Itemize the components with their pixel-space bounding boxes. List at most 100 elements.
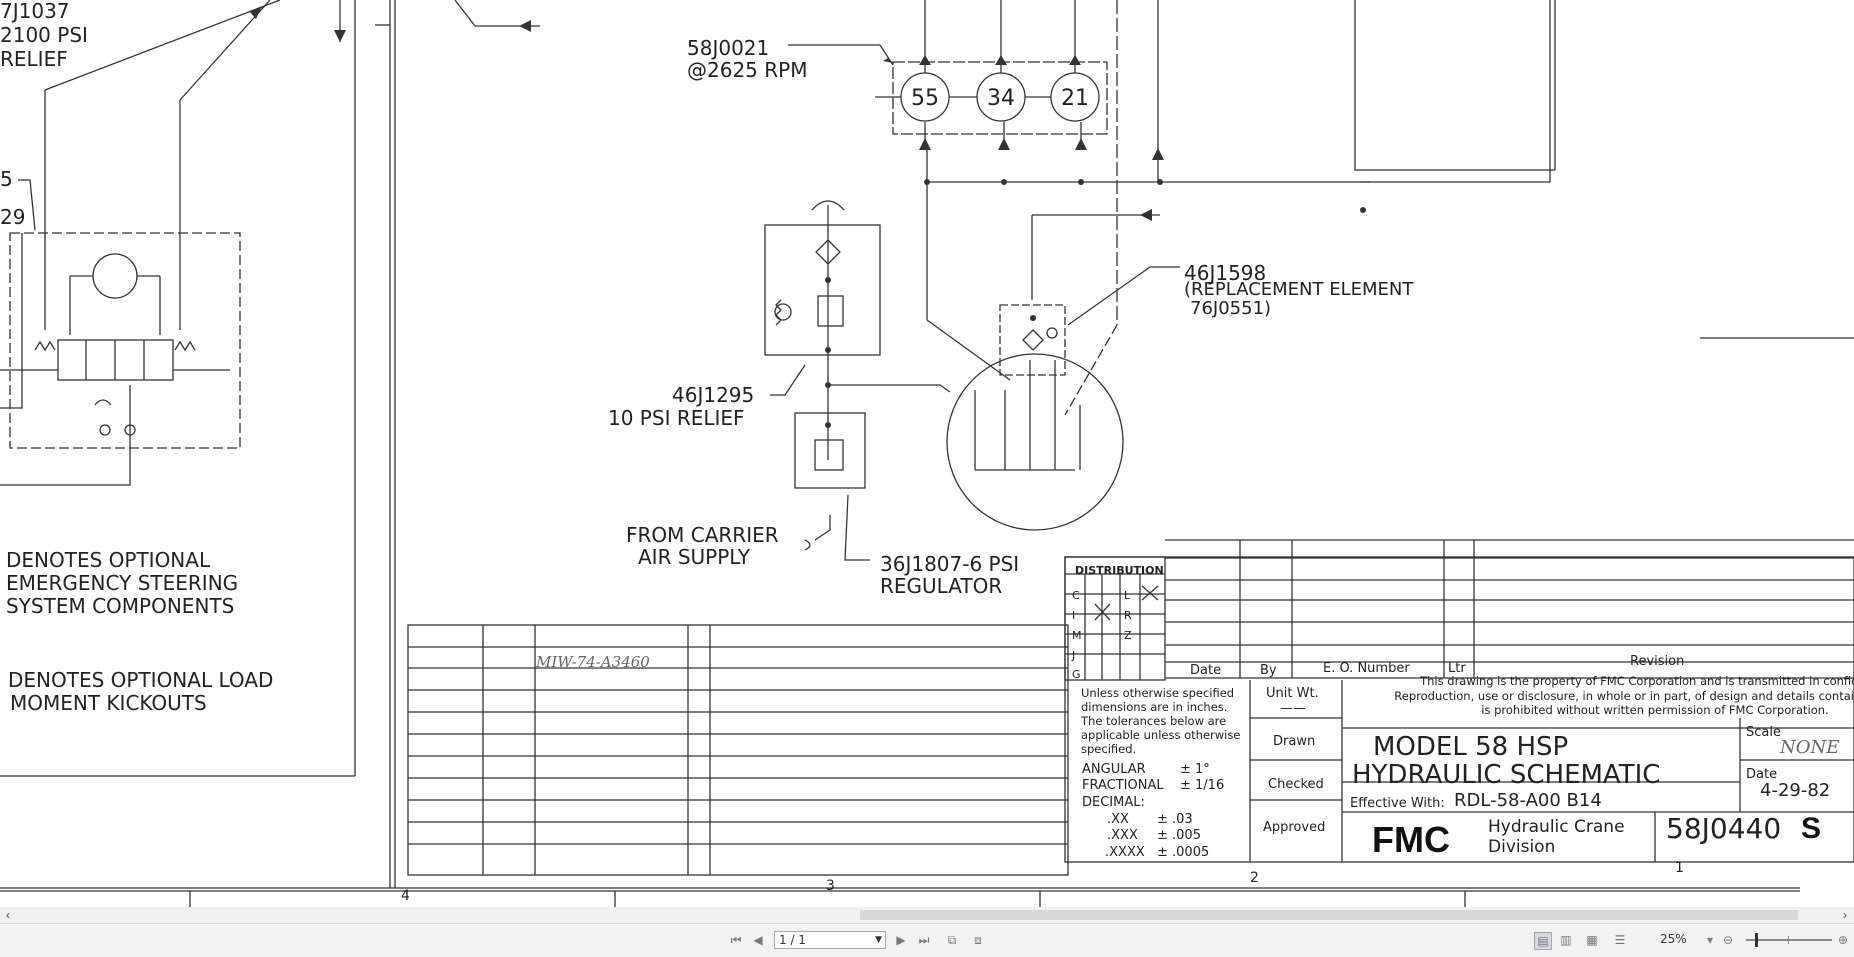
dist-left-3: J: [1071, 649, 1075, 662]
filter-part-label: 46J1598: [1184, 261, 1266, 285]
relief-valve-part-label: 7J1037: [0, 0, 70, 23]
date-label: Date: [1746, 767, 1777, 782]
zoom-out-icon[interactable]: ⊖: [1722, 933, 1734, 947]
dec-xxx-value: ± .005: [1157, 828, 1201, 843]
handwritten-ref: MIW-74-A3460: [535, 653, 650, 671]
single-page-view-icon[interactable]: ▤: [1534, 932, 1552, 950]
prev-page-icon[interactable]: ◀: [753, 933, 763, 947]
rev-date-header: Date: [1190, 663, 1221, 678]
regulator-desc-label: REGULATOR: [880, 574, 1002, 598]
angular-value: ± 1°: [1180, 762, 1210, 777]
dist-left-0: C: [1072, 589, 1080, 602]
pump-section-1: 55: [911, 86, 939, 111]
scrollbar-thumb[interactable]: [860, 910, 1798, 920]
zoom-menu-icon[interactable]: ▾: [1706, 933, 1714, 947]
delete-page-icon[interactable]: ⧈: [974, 932, 982, 947]
zone-3-label: 3: [826, 878, 835, 894]
first-page-icon[interactable]: ⏮: [730, 932, 742, 947]
zone-2-label: 2: [1250, 870, 1259, 886]
fractional-label: FRACTIONAL: [1082, 778, 1164, 793]
scale-value: NONE: [1779, 737, 1839, 758]
dec-xx-value: ± .03: [1157, 812, 1193, 827]
unit-wt-label: Unit Wt.: [1266, 686, 1319, 701]
document-canvas[interactable]: 7J1037 2100 PSI RELIEF 5 29 58J0021 @262…: [0, 0, 1854, 907]
rev-eo-header: E. O. Number: [1323, 661, 1410, 676]
dec-xxxx-value: ± .0005: [1157, 845, 1209, 860]
pump-part-label: 58J0021: [687, 36, 769, 60]
note1-line3: SYSTEM COMPONENTS: [6, 594, 234, 618]
angular-label: ANGULAR: [1082, 762, 1146, 777]
property-notice-line3: is prohibited without written permission…: [1481, 703, 1828, 717]
scroll-left-icon[interactable]: ‹: [6, 908, 10, 922]
schematic-drawing: 7J1037 2100 PSI RELIEF 5 29 58J0021 @262…: [0, 0, 1854, 907]
division-line2: Division: [1488, 837, 1555, 857]
dist-right-2: Z: [1124, 629, 1132, 642]
note1-line1: DENOTES OPTIONAL: [6, 548, 211, 572]
zoom-in-icon[interactable]: ⊕: [1837, 933, 1849, 947]
page-number-field[interactable]: 1 / 1 ▼: [774, 931, 886, 949]
zone-4-label: 4: [401, 888, 410, 904]
division-line1: Hydraulic Crane: [1488, 817, 1625, 837]
scale-label: Scale: [1746, 725, 1781, 740]
left-callout-b: 29: [0, 205, 25, 229]
page-indicator: 1 / 1: [779, 933, 806, 947]
property-notice-line2: Reproduction, use or disclosure, in whol…: [1394, 689, 1854, 703]
drawing-title-line1: MODEL 58 HSP: [1373, 732, 1568, 762]
rev-ltr-header: Ltr: [1448, 661, 1466, 676]
scroll-right-icon[interactable]: ›: [1843, 908, 1847, 922]
note2-line2: MOMENT KICKOUTS: [10, 691, 207, 715]
drawn-label: Drawn: [1273, 734, 1315, 749]
dec-xxxx-label: .XXXX: [1105, 845, 1145, 860]
fmc-logo: FMC: [1372, 819, 1450, 860]
note2-line1: DENOTES OPTIONAL LOAD: [8, 668, 273, 692]
relief-valve-type-label: RELIEF: [0, 47, 68, 71]
dec-xxx-label: .XXX: [1107, 828, 1138, 843]
distribution-header: DISTRIBUTION: [1075, 564, 1164, 577]
viewer-status-bar: ⏮ ◀ 1 / 1 ▼ ▶ ⏭ ⧉ ⧈ ▤ ▥ ▦ ☰ 25% ▾ ⊖ ⊕: [0, 923, 1854, 957]
filter-element-label: 76J0551): [1190, 298, 1271, 319]
drawing-number-suffix: S: [1801, 812, 1821, 845]
property-notice-line1: This drawing is the property of FMC Corp…: [1419, 674, 1854, 688]
relief-valve-pressure-label: 2100 PSI: [0, 23, 88, 47]
next-page-icon[interactable]: ▶: [896, 933, 906, 947]
pump-section-2: 34: [987, 86, 1015, 111]
carrier-label-line1: FROM CARRIER: [626, 523, 779, 547]
chevron-down-icon[interactable]: ▼: [875, 935, 882, 945]
filter-replacement-label: (REPLACEMENT ELEMENT: [1184, 279, 1414, 300]
tolerance-line3: The tolerances below are: [1080, 714, 1226, 728]
tolerance-line5: specified.: [1081, 742, 1136, 756]
last-page-icon[interactable]: ⏭: [918, 932, 930, 947]
zoom-slider-handle[interactable]: [1755, 933, 1758, 947]
zoom-slider[interactable]: [1746, 933, 1832, 947]
insert-page-icon[interactable]: ⧉: [947, 932, 957, 947]
dec-xx-label: .XX: [1107, 812, 1129, 827]
dist-left-2: M: [1072, 629, 1082, 642]
decimal-label: DECIMAL:: [1082, 795, 1145, 810]
pump-rpm-label: @2625 RPM: [687, 58, 807, 82]
effective-value: RDL-58-A00 B14: [1454, 790, 1602, 811]
tolerance-line2: dimensions are in inches.: [1081, 700, 1227, 714]
zoom-level[interactable]: 25%: [1660, 932, 1687, 946]
rev-by-header: By: [1260, 663, 1277, 678]
continuous-view-icon[interactable]: ▥: [1560, 933, 1572, 947]
carrier-label-line2: AIR SUPPLY: [638, 545, 751, 569]
unit-wt-value: ——: [1280, 701, 1306, 716]
effective-label: Effective With:: [1350, 796, 1445, 811]
dist-left-1: I: [1072, 609, 1075, 622]
checked-label: Checked: [1268, 777, 1324, 792]
dist-left-4: G: [1072, 668, 1081, 681]
approved-label: Approved: [1263, 820, 1325, 835]
dist-right-1: R: [1124, 609, 1132, 622]
left-callout-a: 5: [0, 167, 13, 191]
regulator-part-label: 36J1807-6 PSI: [880, 552, 1019, 576]
tolerance-line1: Unless otherwise specified: [1081, 686, 1234, 700]
book-view-icon[interactable]: ☰: [1614, 933, 1626, 947]
zoom-slider-tick: [1788, 936, 1789, 944]
pump-section-3: 21: [1061, 86, 1089, 111]
rev-revision-header: Revision: [1630, 654, 1684, 669]
horizontal-scrollbar[interactable]: ‹ ›: [0, 907, 1854, 923]
relief-desc-label: 10 PSI RELIEF: [608, 406, 745, 430]
drawing-number: 58J0440: [1666, 812, 1781, 845]
zone-1-label: 1: [1675, 860, 1684, 876]
two-page-view-icon[interactable]: ▦: [1586, 933, 1598, 947]
